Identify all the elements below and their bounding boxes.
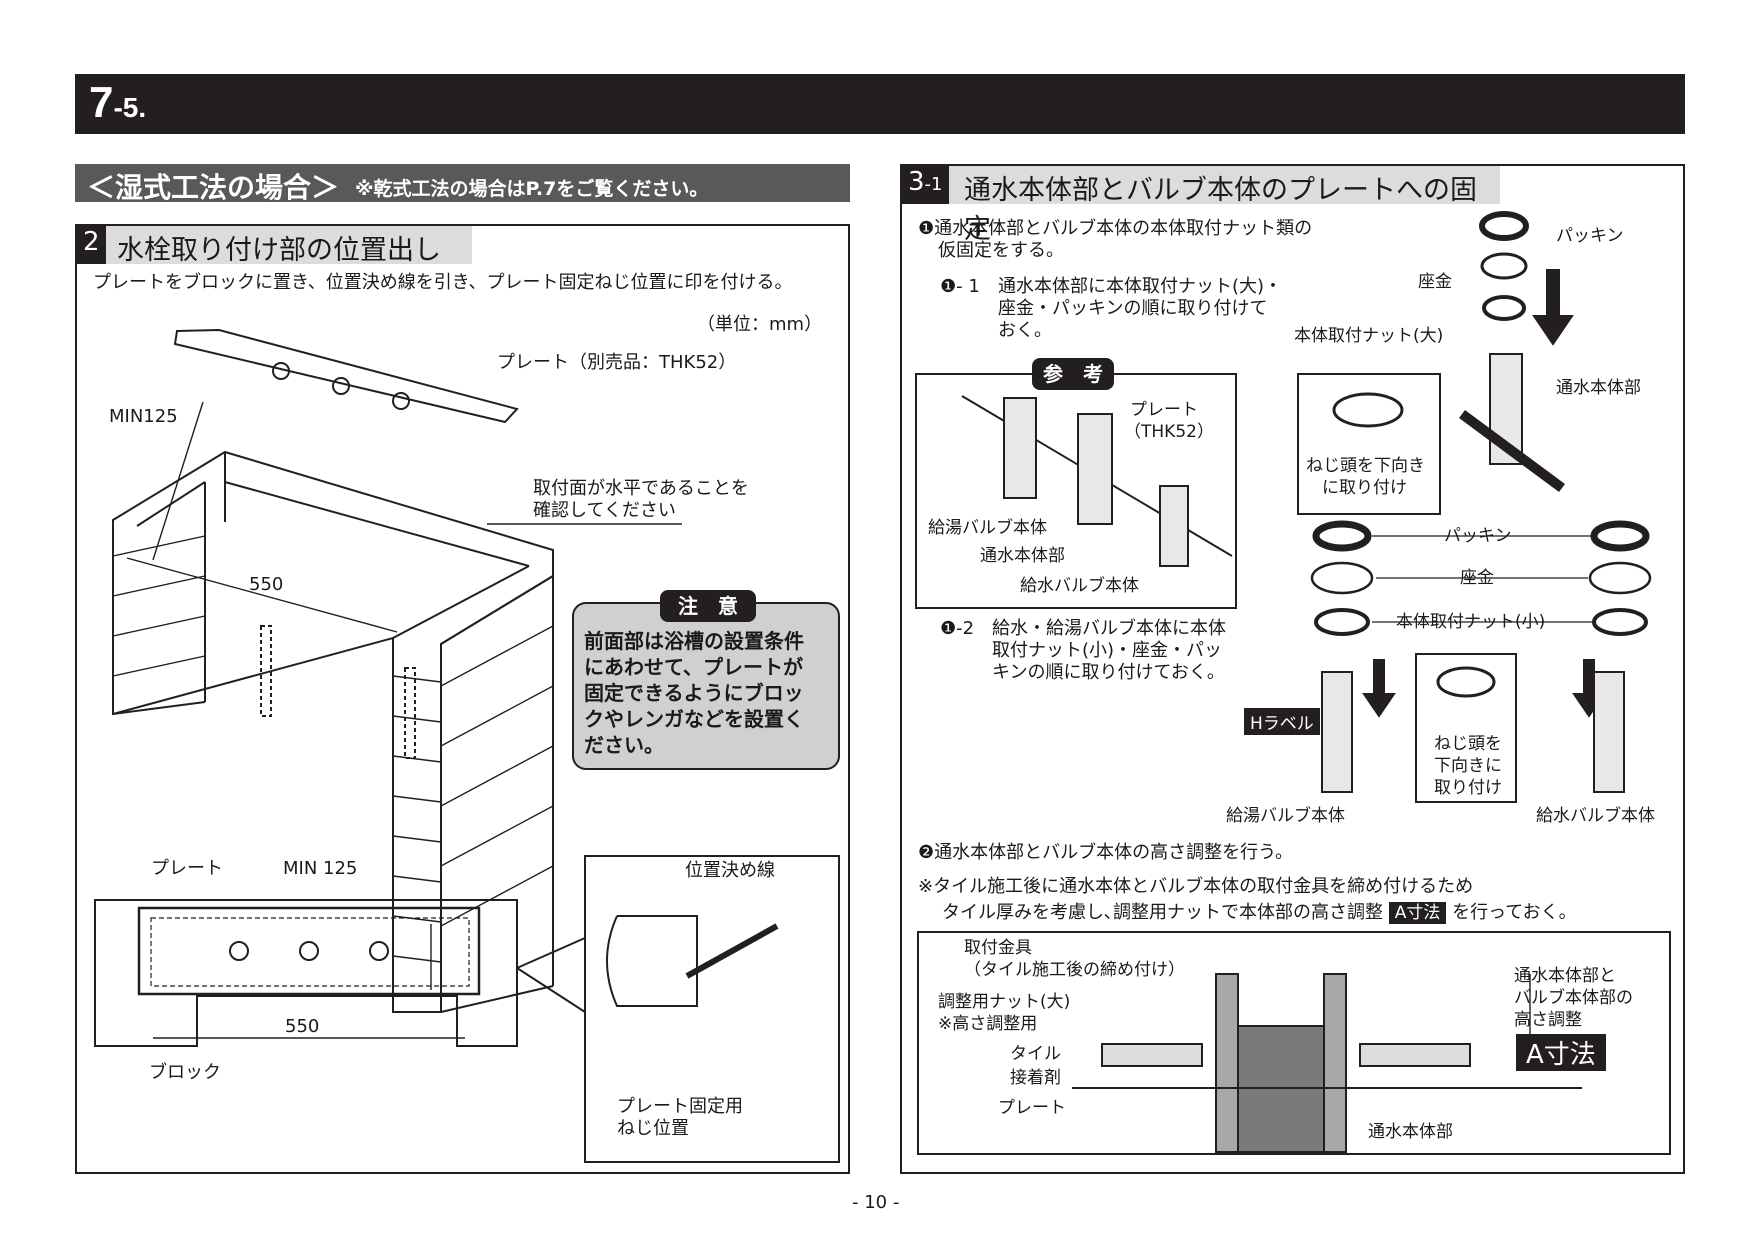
min125-label: MIN125: [109, 406, 178, 427]
a-dim-inline: A寸法: [1388, 902, 1447, 924]
water-body-label-2: 通水本体部: [1368, 1122, 1453, 1142]
plate-label-bottom: プレート: [998, 1098, 1066, 1118]
a-dim-label: A寸法: [1516, 1034, 1606, 1071]
block-label: ブロック: [149, 1062, 221, 1083]
packing-label: パッキン: [1556, 226, 1624, 246]
tile-label: タイル: [1010, 1044, 1061, 1064]
wet-method-title: ＜湿式工法の場合＞ ※乾式工法の場合はP.7をご覧ください。: [75, 164, 850, 204]
screw-position-line1: プレート固定用: [617, 1096, 743, 1117]
screw-down-line2: に取り付け: [1322, 478, 1407, 498]
ref-hot-valve: 給湯バルブ本体: [928, 518, 1047, 538]
step1-2-line2: 取付ナット(小)・座金・パッ: [992, 640, 1223, 661]
note-line1: ※タイル施工後に通水本体とバルブ本体の取付金具を締め付けるため: [918, 876, 1474, 897]
page-number: - 10 -: [852, 1192, 900, 1213]
section-number: 7-5.: [89, 78, 147, 127]
fitting-line1: 取付金具: [964, 938, 1032, 958]
nut-small-label: 本体取付ナット(小): [1396, 612, 1546, 632]
level-check-line1: 取付面が水平であることを: [533, 478, 749, 499]
adj-nut-line1: 調整用ナット(大): [938, 992, 1071, 1012]
wet-method-heading: ＜湿式工法の場合＞: [87, 171, 340, 204]
bottom-550-label: 550: [285, 1016, 320, 1037]
ref-cold-valve: 給水バルブ本体: [1020, 576, 1139, 596]
cold-valve-label: 給水バルブ本体: [1536, 806, 1655, 826]
packing-label-2: パッキン: [1444, 526, 1512, 546]
section-2-instruction: プレートをブロックに置き、位置決め線を引き、プレート固定ねじ位置に印を付ける。: [93, 272, 793, 293]
adhesive-label: 接着剤: [1010, 1068, 1061, 1088]
right-drawings: [915, 211, 1671, 1155]
section-3-1-badge: 3-1: [902, 166, 949, 204]
fitting-line2: （タイル施工後の締め付け）: [964, 960, 1185, 980]
height-adj-line3: 高さ調整: [1514, 1010, 1582, 1030]
position-line-label: 位置決め線: [685, 860, 775, 881]
hot-valve-label: 給湯バルブ本体: [1226, 806, 1345, 826]
dry-method-reference: ※乾式工法の場合はP.7をご覧ください。: [355, 178, 709, 200]
dimension-550: 550: [249, 574, 284, 595]
plate-label: プレート（別売品：THK52）: [497, 352, 737, 373]
height-adj-line1: 通水本体部と: [1514, 966, 1616, 986]
ref-plate-line1: プレート: [1130, 400, 1198, 420]
bottom-min125-label: MIN 125: [283, 858, 358, 879]
step1-1-line1: 通水本体部に本体取付ナット(大)・: [998, 276, 1283, 297]
section-header-bar: 7-5.: [75, 74, 1685, 134]
bottom-plate-label: プレート: [151, 858, 223, 879]
step1-2-line3: キンの順に取り付けておく。: [992, 662, 1225, 683]
ref-water-body: 通水本体部: [980, 546, 1065, 566]
section-3-1-heading: 通水本体部とバルブ本体のプレートへの固定: [964, 175, 1477, 245]
note-line2: タイル厚みを考慮し､調整用ナットで本体部の高さ調整 A寸法 を行っておく。: [942, 902, 1577, 924]
level-check-line2: 確認してください: [533, 500, 676, 521]
reference-badge: 参 考: [1032, 358, 1114, 390]
h-label-tag: Hラベル: [1244, 708, 1320, 735]
washer-label: 座金: [1418, 272, 1452, 292]
section-2-badge: 2: [77, 226, 106, 264]
unit-label: （単位：mm）: [697, 314, 823, 335]
screw-down2-line3: 取り付け: [1434, 778, 1502, 798]
right-panel: 3-1 通水本体部とバルブ本体のプレートへの固定 ❶通水本体部とバルブ本体の本体…: [900, 164, 1685, 1174]
step1-1-line2: 座金・パッキンの順に取り付けて: [998, 298, 1268, 319]
step1-1-line3: おく。: [998, 320, 1052, 341]
step1-1-number: ❶- 1: [940, 276, 980, 297]
section-2-title: 2 水栓取り付け部の位置出し: [77, 226, 472, 266]
adj-nut-line2: ※高さ調整用: [938, 1014, 1038, 1034]
ref-plate-line2: （THK52）: [1124, 422, 1214, 442]
step2-text: ❷通水本体部とバルブ本体の高さ調整を行う。: [918, 842, 1294, 863]
water-body-label: 通水本体部: [1556, 378, 1641, 398]
caution-text: 前面部は浴槽の設置条件 にあわせて、プレートが 固定できるようにブロッ クやレン…: [584, 629, 804, 757]
step1-2-number: ❶-2: [940, 618, 975, 639]
screw-down2-line2: 下向きに: [1434, 756, 1502, 776]
caution-badge: 注 意: [660, 590, 756, 622]
caution-box: 注 意 前面部は浴槽の設置条件 にあわせて、プレートが 固定できるようにブロッ …: [572, 590, 840, 770]
left-drawings: [94, 328, 840, 1163]
left-panel: 2 水栓取り付け部の位置出し プレートをブロックに置き、位置決め線を引き、プレー…: [75, 224, 850, 1174]
section-2-heading: 水栓取り付け部の位置出し: [117, 235, 441, 266]
screw-down2-line1: ねじ頭を: [1434, 734, 1502, 754]
screw-position-line2: ねじ位置: [617, 1118, 689, 1139]
height-adj-line2: バルブ本体部の: [1514, 988, 1633, 1008]
step1-line1: ❶通水本体部とバルブ本体の本体取付ナット類の: [918, 218, 1313, 239]
step1-line2: 仮固定をする。: [938, 240, 1064, 261]
section-3-1-title: 3-1 通水本体部とバルブ本体のプレートへの固定: [902, 166, 1500, 245]
screw-down-line1: ねじ頭を下向き: [1306, 456, 1425, 476]
step1-2-line1: 給水・給湯バルブ本体に本体: [992, 618, 1226, 639]
washer-label-2: 座金: [1460, 568, 1494, 588]
nut-large-label: 本体取付ナット(大): [1294, 326, 1444, 346]
